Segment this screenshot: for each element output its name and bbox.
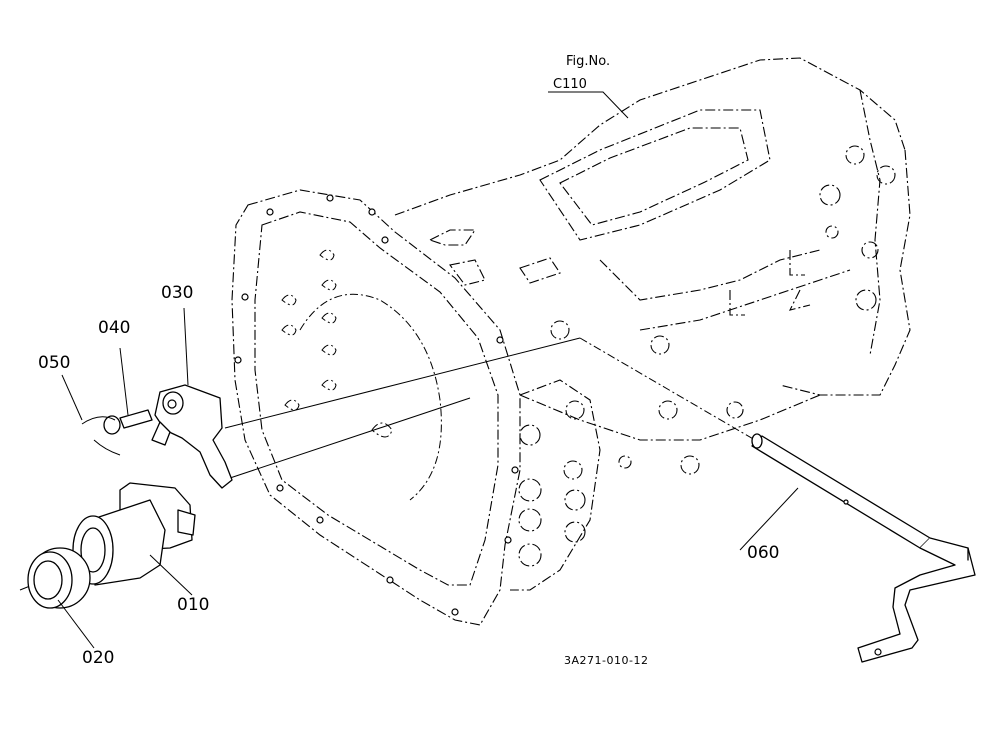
part-label-060: 060	[747, 543, 780, 563]
part-010-release-hub	[72, 482, 196, 586]
part-label-010: 010	[177, 595, 210, 615]
leader-lines	[57, 91, 799, 649]
part-030-release-fork	[151, 384, 233, 489]
part-060-shift-shaft	[751, 433, 976, 663]
part-040-bolt	[103, 409, 153, 435]
part-label-030: 030	[161, 283, 194, 303]
transmission-case	[231, 57, 911, 626]
fig-no-label: Fig.No.	[566, 54, 611, 69]
part-label-020: 020	[82, 648, 115, 668]
fig-no-value: C110	[553, 77, 587, 92]
part-020-bearing	[27, 547, 91, 609]
part-050-line	[81, 416, 121, 456]
drawing-code: 3A271-010-12	[564, 654, 649, 667]
part-label-050: 050	[38, 353, 71, 373]
part-label-040: 040	[98, 318, 131, 338]
